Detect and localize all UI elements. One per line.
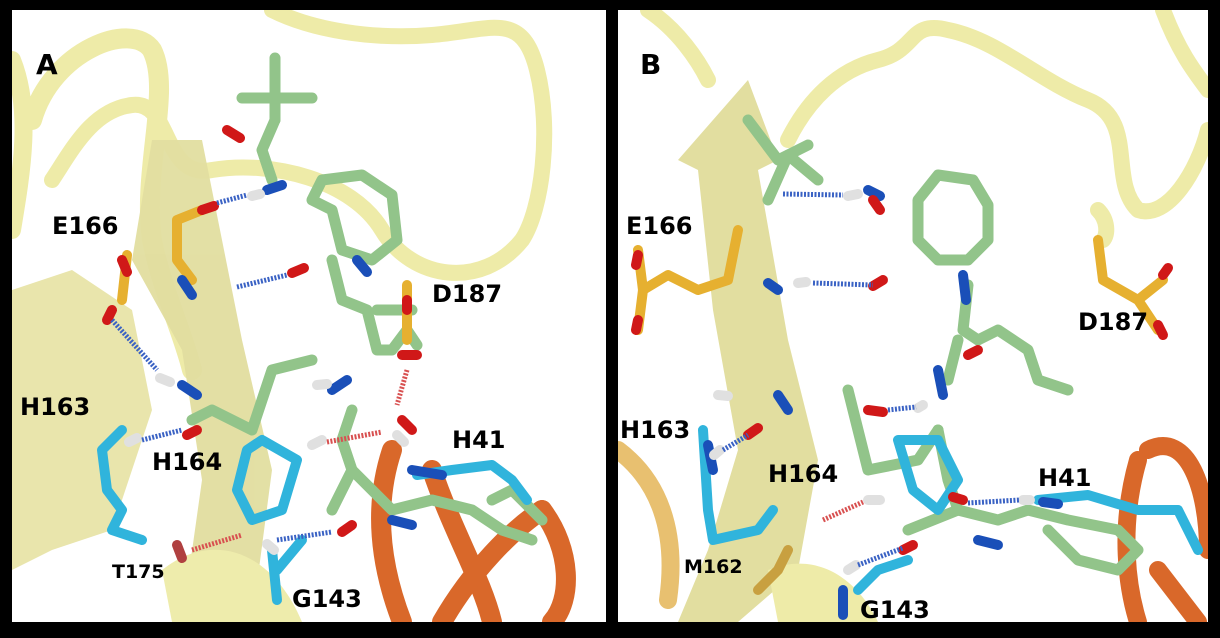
label-m162: M162 [684, 556, 743, 578]
label-h163: H163 [20, 393, 91, 421]
protein-ribbon-orange [371, 440, 576, 622]
panel-b-letter: B [640, 48, 662, 81]
hydrogen-bonds [110, 192, 410, 553]
label-h41: H41 [452, 426, 506, 454]
label-d187: D187 [432, 280, 503, 308]
residue-histidine-sticks [698, 425, 1203, 595]
panel-a: A E166 D187 H163 H164 H41 T175 G143 [12, 10, 606, 622]
label-h164: H164 [768, 460, 839, 488]
panel-a-structure-render [12, 10, 576, 622]
protein-ribbon-orange [1117, 437, 1208, 622]
label-t175: T175 [112, 561, 165, 583]
label-g143: G143 [292, 585, 362, 613]
protein-ribbon-side [618, 441, 680, 609]
label-h41: H41 [1038, 464, 1092, 492]
label-d187: D187 [1078, 308, 1149, 336]
label-g143: G143 [860, 596, 930, 622]
panel-b: B E166 D187 H163 H164 H41 M162 G143 [618, 10, 1208, 622]
protein-beta-sheet [678, 80, 878, 622]
residue-m162-sticks [753, 545, 793, 595]
panel-b-structure-render [618, 10, 1208, 622]
label-h163: H163 [620, 416, 691, 444]
label-e166: E166 [626, 212, 693, 240]
panel-a-letter: A [36, 48, 58, 81]
atom-highlights [102, 125, 447, 563]
label-h164: H164 [152, 448, 223, 476]
atom-highlights [631, 185, 1173, 620]
protein-ribbon-loops [640, 10, 1208, 248]
hydrogen-bonds [721, 191, 1021, 568]
label-e166: E166 [52, 212, 119, 240]
